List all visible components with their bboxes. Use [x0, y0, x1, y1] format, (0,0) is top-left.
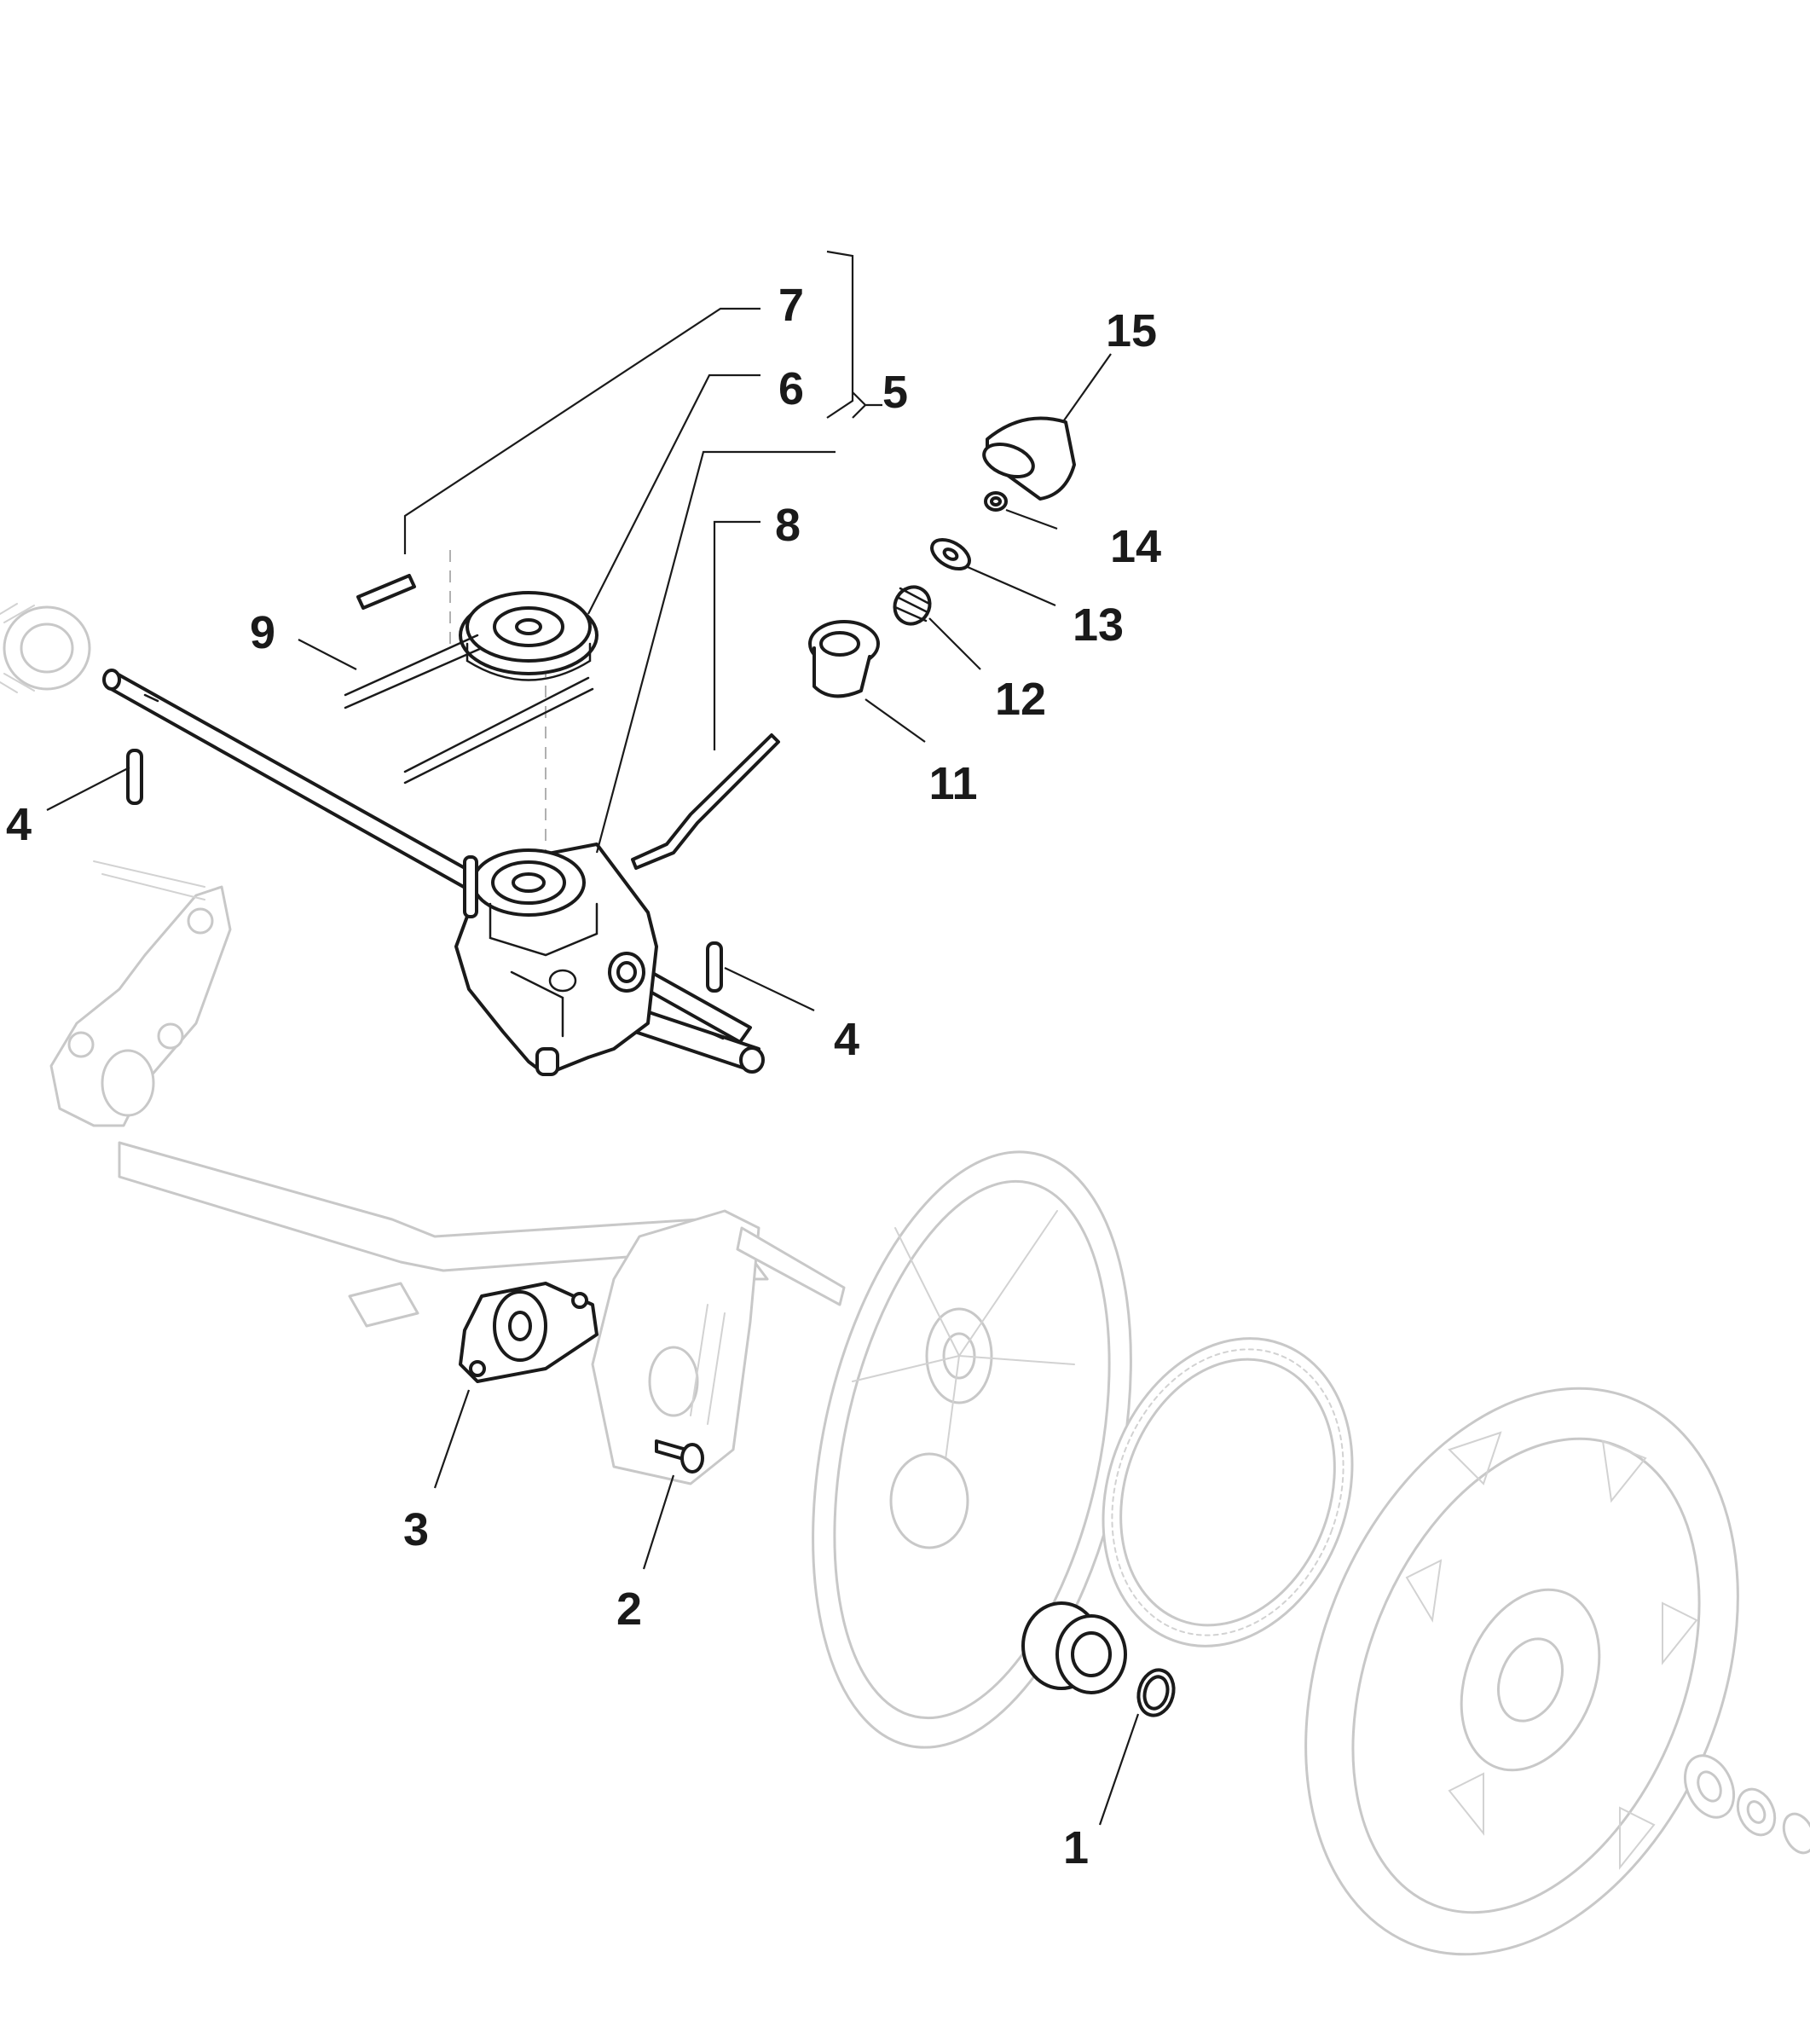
hub-washers-ghost [1683, 1754, 1810, 1855]
drive-shaft [102, 669, 765, 1074]
callout-6: 6 [778, 363, 804, 414]
tire-ghost [1304, 1387, 1739, 1956]
pinion-gear [1021, 1601, 1127, 1694]
frame-context-ghost [49, 860, 846, 1485]
callout-5: 5 [882, 367, 908, 418]
leader-11 [865, 698, 926, 743]
pivot-bracket [459, 1282, 599, 1383]
pinion-left-ghost [0, 603, 91, 693]
callout-2: 2 [616, 1584, 642, 1635]
callout-4-right: 4 [834, 1014, 859, 1065]
gear-ring-ghost [1102, 1337, 1354, 1647]
leader-13 [967, 565, 1056, 607]
callout-4-left: 4 [6, 799, 32, 850]
drive-belt [344, 634, 594, 785]
spring [893, 585, 932, 626]
dowel-pin-right [706, 941, 723, 993]
leader-1 [1098, 1713, 1140, 1826]
key-pin [356, 574, 416, 610]
callout-numbers: 1 2 3 4 4 5 6 7 8 9 11 12 13 14 15 [6, 280, 1161, 1873]
screw [655, 1439, 704, 1474]
bushing [808, 620, 880, 698]
leader-2 [642, 1474, 675, 1570]
leader-15 [1063, 353, 1112, 421]
cap [982, 416, 1076, 501]
dowel-pin-left [126, 749, 143, 805]
gearbox-housing [454, 842, 658, 1076]
wheel-inner-disc-ghost [812, 1150, 1132, 1749]
callout-13: 13 [1073, 599, 1124, 651]
callout-14: 14 [1110, 521, 1161, 572]
leader-9 [298, 639, 357, 670]
leader-lines [46, 250, 1140, 1826]
callout-7: 7 [778, 280, 804, 331]
callout-1: 1 [1063, 1822, 1089, 1873]
snap-ring [1136, 1668, 1176, 1717]
leader-4a [46, 767, 130, 811]
callout-9: 9 [250, 607, 275, 658]
leader-8 [713, 520, 760, 750]
callout-15: 15 [1106, 305, 1157, 356]
control-rod [631, 733, 780, 870]
leader-body [595, 450, 836, 854]
pulley [459, 591, 599, 681]
leader-7 [403, 307, 760, 554]
leader-5 [826, 250, 882, 419]
leader-3 [433, 1389, 471, 1489]
callout-8: 8 [775, 500, 801, 551]
leader-12 [928, 617, 981, 670]
leader-4b [724, 967, 815, 1011]
washer [930, 537, 971, 571]
leader-14 [1005, 508, 1058, 530]
callout-3: 3 [403, 1504, 429, 1555]
callout-12: 12 [995, 674, 1046, 725]
callout-11: 11 [928, 758, 977, 809]
nut [984, 491, 1008, 512]
leader-6 [587, 373, 760, 615]
assembly-guides [449, 550, 546, 853]
